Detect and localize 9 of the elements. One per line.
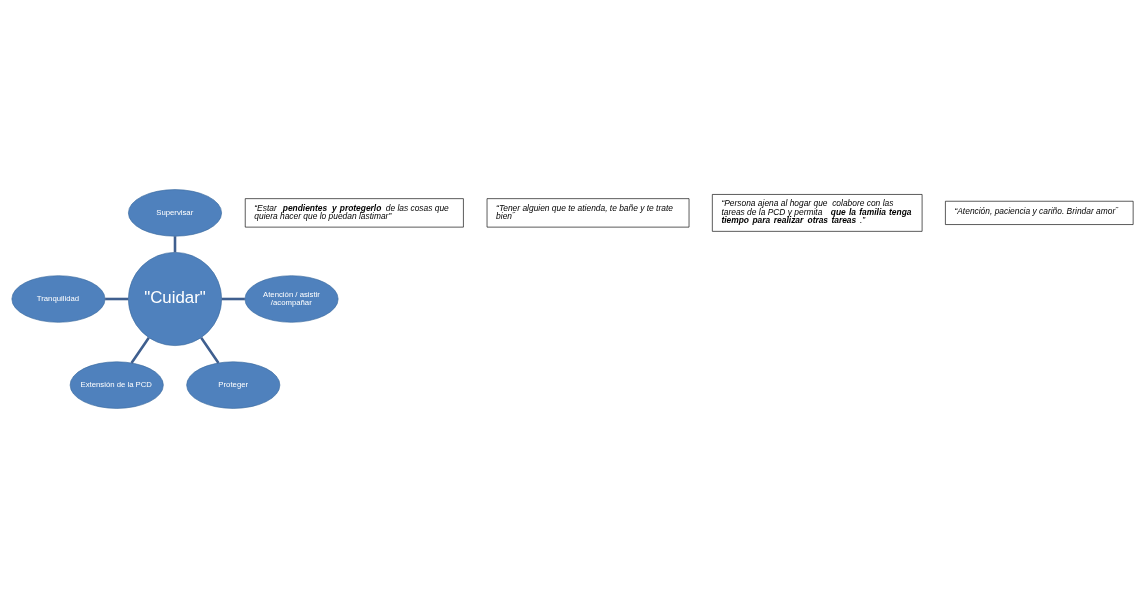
node-box: “Tener alguien que te atienda, te bañe y te trate bien˝ (486, 198, 690, 228)
connector (221, 297, 245, 301)
node-box: “Persona ajena al hogar que colabore con las tareas de la PCD y permita que la familia tenga tiempo para realizar otras tareas.” (712, 194, 923, 232)
node-circle: "Cuidar" (128, 252, 222, 346)
connector (130, 337, 150, 364)
node-box: “Estar pendientes y protegerlo de las cosas que quiera hacer que lo puedan lastimar” (244, 198, 464, 228)
node-box: “Atención, paciencia y cariño. Brindar amor˝ (945, 200, 1134, 225)
connector (105, 297, 129, 301)
connector (200, 337, 220, 364)
